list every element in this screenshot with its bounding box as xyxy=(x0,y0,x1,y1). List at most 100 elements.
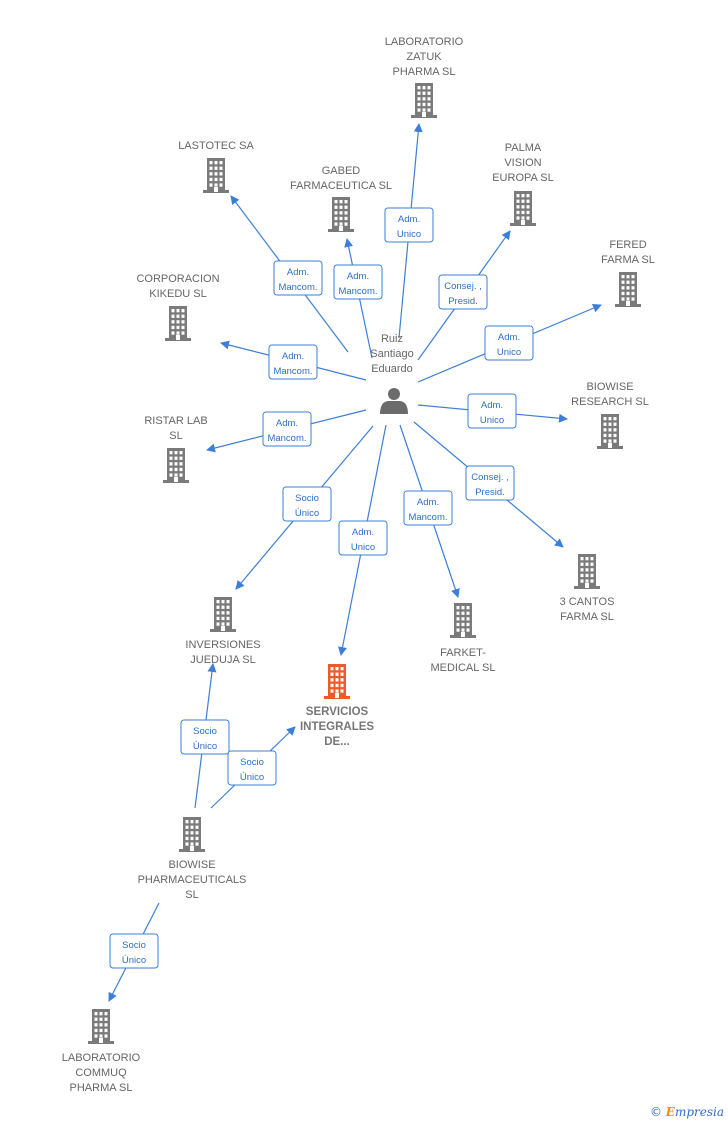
building-icon[interactable] xyxy=(450,603,476,638)
building-icon[interactable] xyxy=(165,306,191,341)
company-label: PHARMACEUTICALS xyxy=(138,874,247,886)
relation-box-zatuk[interactable]: Adm. Unico xyxy=(384,207,434,243)
company-label: BIOWISE xyxy=(586,381,633,393)
company-label: FARMA SL xyxy=(601,254,655,266)
relation-label: Único xyxy=(240,772,264,783)
building-icon[interactable] xyxy=(324,664,350,699)
company-node-lastotec[interactable]: LASTOTEC SA xyxy=(178,140,254,193)
relation-label: Mancom. xyxy=(267,433,306,444)
company-node-cantos[interactable]: 3 CANTOS FARMA SL xyxy=(560,554,615,623)
relation-label: Consej. , xyxy=(444,281,482,292)
company-node-palma[interactable]: PALMA VISION EUROPA SL xyxy=(492,142,554,226)
company-label: FARMA SL xyxy=(560,611,614,623)
brand-name: mpresia xyxy=(674,1105,724,1119)
company-label: FERED xyxy=(609,239,646,251)
company-label: ZATUK xyxy=(406,51,442,63)
building-icon[interactable] xyxy=(615,272,641,307)
building-icon[interactable] xyxy=(411,83,437,118)
company-label: GABED xyxy=(322,165,361,177)
company-label: JUEDUJA SL xyxy=(190,654,255,666)
relation-label: Adm. xyxy=(417,497,439,508)
company-label: DE... xyxy=(324,736,350,748)
relation-label: Adm. xyxy=(352,527,374,538)
company-node-kikedu[interactable]: CORPORACION KIKEDU SL xyxy=(136,273,220,341)
relation-label: Presid. xyxy=(475,487,505,498)
copyright-symbol: © xyxy=(649,1105,662,1119)
relation-label: Presid. xyxy=(448,296,478,307)
company-node-biowise_r[interactable]: BIOWISE RESEARCH SL xyxy=(571,381,649,449)
company-node-farket[interactable]: FARKET-MEDICAL SL xyxy=(430,603,496,674)
relation-label: Unico xyxy=(351,542,375,553)
building-icon[interactable] xyxy=(510,191,536,226)
relation-label: Adm. xyxy=(347,271,369,282)
relation-box-servicios[interactable]: Adm. Unico xyxy=(338,520,388,556)
company-node-fered[interactable]: FERED FARMA SL xyxy=(601,239,655,307)
company-label: LABORATORIO xyxy=(385,36,464,48)
company-label: COMMUQ xyxy=(75,1067,127,1079)
building-icon[interactable] xyxy=(203,158,229,193)
company-label: FARMACEUTICA SL xyxy=(290,180,392,192)
company-node-gabed[interactable]: GABED FARMACEUTICA SL xyxy=(290,165,392,232)
building-icon[interactable] xyxy=(163,448,189,483)
relation-box-ristar[interactable]: Adm. Mancom. xyxy=(262,411,312,447)
company-label: VISION xyxy=(504,157,541,169)
company-label: SERVICIOS xyxy=(306,706,369,718)
company-label: SL xyxy=(169,430,182,442)
building-icon[interactable] xyxy=(179,817,205,852)
company-node-zatuk[interactable]: LABORATORIO ZATUK PHARMA SL xyxy=(385,36,464,118)
company-node-jueduja[interactable]: INVERSIONES JUEDUJA SL xyxy=(185,597,261,666)
relation-label: Adm. xyxy=(498,332,520,343)
relation-box-biowise_r[interactable]: Adm.Unico xyxy=(467,393,517,429)
relation-label: Adm. xyxy=(276,418,298,429)
relation-label: Consej. , xyxy=(471,472,509,483)
company-label: EUROPA SL xyxy=(492,172,554,184)
person-label: Ruiz xyxy=(381,333,403,345)
relation-label: Adm. xyxy=(398,214,420,225)
company-node-servicios[interactable]: SERVICIOS INTEGRALES DE... xyxy=(300,664,374,748)
relation-label: Único xyxy=(122,955,146,966)
relation-box-fered[interactable]: Adm. Unico xyxy=(484,325,534,361)
company-label: CORPORACION xyxy=(136,273,219,285)
company-label: KIKEDU SL xyxy=(149,288,206,300)
building-icon[interactable] xyxy=(328,197,354,232)
relation-label: Unico xyxy=(497,347,521,358)
building-icon[interactable] xyxy=(88,1009,114,1044)
empresia-logo: © Empresia xyxy=(650,1105,724,1119)
company-label: INVERSIONES xyxy=(185,639,260,651)
relation-label: Mancom. xyxy=(278,282,317,293)
company-label: RESEARCH SL xyxy=(571,396,649,408)
relation-label: Unico xyxy=(397,229,421,240)
person-label: Eduardo xyxy=(371,363,413,375)
company-label: PALMA xyxy=(505,142,542,154)
building-icon[interactable] xyxy=(574,554,600,589)
company-label: PHARMA SL xyxy=(70,1082,133,1094)
company-label: FARKET- xyxy=(440,647,486,659)
relation-box-kikedu[interactable]: Adm.Mancom. xyxy=(268,344,318,380)
relation-box-cantos[interactable]: Consej. , Presid. xyxy=(465,465,515,501)
company-label: INTEGRALES xyxy=(300,721,374,733)
relation-label: Socio xyxy=(122,940,146,951)
brand-initial: E xyxy=(665,1105,675,1119)
building-icon[interactable] xyxy=(210,597,236,632)
relation-box-palma[interactable]: Consej. , Presid. xyxy=(438,274,488,310)
company-label: SL xyxy=(185,889,198,901)
relation-box-gabed[interactable]: Adm. Mancom. xyxy=(333,264,383,300)
relation-label: Unico xyxy=(480,415,504,426)
relation-label: Mancom. xyxy=(338,286,377,297)
person-label: Santiago xyxy=(370,348,413,360)
relation-label: Mancom. xyxy=(408,512,447,523)
building-icon[interactable] xyxy=(597,414,623,449)
company-label: 3 CANTOS xyxy=(560,596,615,608)
relation-box-lastotec[interactable]: Adm.Mancom. xyxy=(273,260,323,296)
company-label: PHARMA SL xyxy=(393,66,456,78)
relation-box-farket[interactable]: Adm. Mancom. xyxy=(403,490,453,526)
